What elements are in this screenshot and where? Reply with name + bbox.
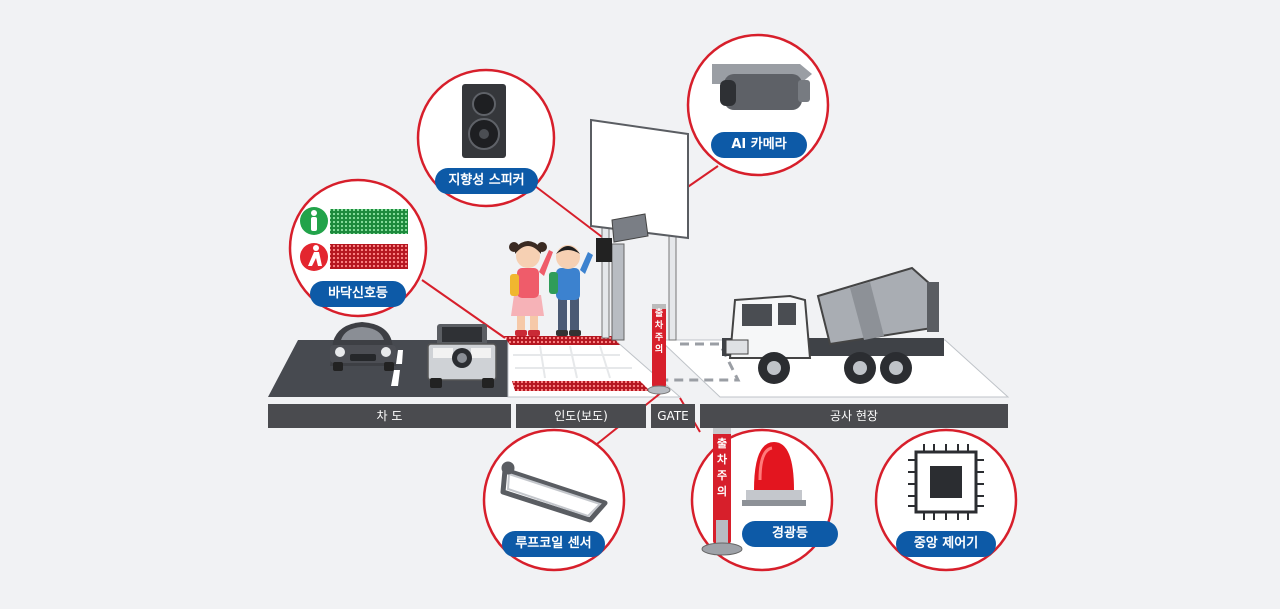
sedan-car: [330, 322, 396, 371]
pedestrian-go-icon: [300, 207, 328, 235]
badge-directional-speaker: 지향성 스피커: [435, 168, 538, 194]
gate-warning-post: [647, 304, 671, 395]
speaker-icon: [462, 84, 506, 158]
label-sidewalk: 인도(보도): [516, 404, 646, 428]
label-roadway: 차 도: [268, 404, 511, 428]
label-construction-site: 공사 현장: [700, 404, 1008, 428]
badge-central-controller: 중앙 제어기: [896, 531, 996, 557]
warning-post-icon: [701, 428, 743, 556]
badge-warning-light: 경광등: [742, 521, 838, 547]
badge-ai-camera: AI 카메라: [711, 132, 807, 158]
loop-coil-icon: [500, 461, 608, 523]
jeep-car: [427, 324, 497, 388]
badge-floor-signal: 바닥신호등: [310, 281, 406, 307]
chip-icon: [908, 444, 984, 520]
badge-loop-coil-sensor: 루프코일 센서: [502, 531, 605, 557]
pedestrian-stop-icon: [300, 243, 328, 271]
label-gate: GATE: [651, 404, 695, 428]
beacon-light-icon: [742, 442, 806, 506]
mixer-truck: [722, 266, 944, 384]
sign-pole: [590, 118, 689, 341]
children-figures: [509, 241, 593, 336]
camera-icon: [712, 64, 812, 110]
